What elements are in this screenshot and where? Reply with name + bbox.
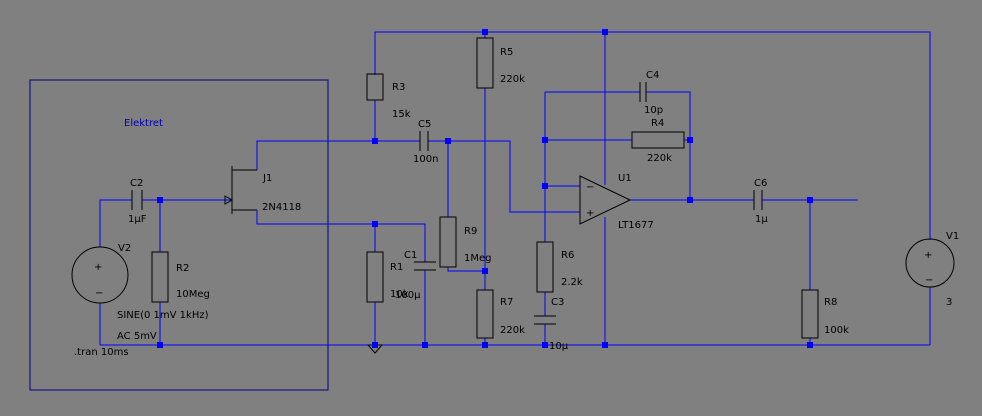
r1-value: 10k <box>390 289 409 300</box>
v1-plus-symbol: + <box>924 250 932 261</box>
j1-ref: J1 <box>262 173 272 184</box>
u1-opamp[interactable]: − + U1 LT1677 <box>579 173 654 231</box>
u1-value: LT1677 <box>618 220 654 231</box>
elektret-label: Elektret <box>124 118 163 129</box>
r2-resistor[interactable]: R2 10Meg <box>151 251 210 303</box>
junction-dot <box>542 137 548 143</box>
junction-dot <box>372 342 378 348</box>
u1-ref: U1 <box>618 173 632 184</box>
junction-dot <box>542 183 548 189</box>
r1-resistor[interactable]: R1 10k <box>366 251 409 303</box>
r3-value: 15k <box>392 109 411 120</box>
r3-ref: R3 <box>392 82 405 93</box>
v1-ref: V1 <box>946 231 959 242</box>
r9-resistor[interactable]: R9 1Meg <box>439 216 492 268</box>
c4-capacitor[interactable]: C4 10p <box>639 70 663 116</box>
r1-ref: R1 <box>390 262 403 273</box>
u1-plus-symbol: + <box>586 208 594 219</box>
r4-resistor[interactable]: R4 220k <box>631 118 685 164</box>
v1-source[interactable]: + − V1 3 <box>905 231 959 308</box>
r5-value: 220k <box>500 74 525 85</box>
c2-capacitor[interactable]: C2 1µF <box>128 178 147 225</box>
c6-ref: C6 <box>754 178 767 189</box>
c1-ref: C1 <box>404 250 417 261</box>
r3-resistor[interactable]: R3 15k <box>366 73 411 120</box>
v2-source[interactable]: + − V2 SINE(0 1mV 1kHz) AC 5mV <box>71 243 209 342</box>
junction-dot <box>687 137 693 143</box>
junction-dot <box>807 197 813 203</box>
junction-dot <box>445 138 451 144</box>
c5-capacitor[interactable]: C5 100n <box>413 119 438 165</box>
r5-resistor[interactable]: R5 220k <box>476 37 525 89</box>
r2-ref: R2 <box>176 263 189 274</box>
c2-ref: C2 <box>130 178 143 189</box>
c4-ref: C4 <box>646 70 659 81</box>
r8-resistor[interactable]: R8 100k <box>801 289 849 339</box>
r8-value: 100k <box>824 325 849 336</box>
r4-ref: R4 <box>651 118 664 129</box>
c1-value: 100µ <box>395 290 421 301</box>
c2-value: 1µF <box>128 214 147 225</box>
j1-jfet[interactable]: J1 2N4118 <box>224 166 301 214</box>
c5-ref: C5 <box>418 119 431 130</box>
v2-ref: V2 <box>118 243 131 254</box>
r9-ref: R9 <box>464 226 477 237</box>
c6-capacitor[interactable]: C6 1µ <box>753 178 768 225</box>
r7-value: 220k <box>500 325 525 336</box>
junction-dot <box>687 197 693 203</box>
junction-dot <box>157 342 163 348</box>
junction-dot <box>372 221 378 227</box>
v2-minus-symbol: − <box>95 288 103 299</box>
c3-value: 10µ <box>549 341 569 352</box>
junction-dot <box>807 342 813 348</box>
junctions <box>157 29 813 348</box>
c3-capacitor[interactable]: C3 10µ <box>534 297 569 352</box>
c5-value: 100n <box>413 154 438 165</box>
c3-ref: C3 <box>551 297 564 308</box>
c4-value: 10p <box>644 105 663 116</box>
junction-dot <box>602 342 608 348</box>
junction-dot <box>372 138 378 144</box>
junction-dot <box>157 197 163 203</box>
v2-plus-symbol: + <box>94 262 102 273</box>
junction-dot <box>542 342 548 348</box>
junction-dot <box>422 342 428 348</box>
v2-value: SINE(0 1mV 1kHz) <box>117 310 209 321</box>
r9-value: 1Meg <box>464 253 492 264</box>
r7-resistor[interactable]: R7 220k <box>476 289 525 339</box>
u1-minus-symbol: − <box>586 182 594 193</box>
v1-minus-symbol: − <box>925 275 933 286</box>
v1-value: 3 <box>946 297 952 308</box>
elektret-block[interactable] <box>29 79 329 391</box>
junction-dot <box>482 342 488 348</box>
c6-value: 1µ <box>755 214 768 225</box>
r8-ref: R8 <box>824 297 837 308</box>
junction-dot <box>602 29 608 35</box>
r6-value: 2.2k <box>561 277 583 288</box>
r5-ref: R5 <box>500 47 513 58</box>
r7-ref: R7 <box>500 297 513 308</box>
r6-resistor[interactable]: R6 2.2k <box>536 241 583 293</box>
junction-dot <box>482 29 488 35</box>
r6-ref: R6 <box>561 250 574 261</box>
r4-value: 220k <box>647 153 672 164</box>
c1-capacitor[interactable]: C1 100µ <box>395 250 436 301</box>
spice-directive: .tran 10ms <box>74 347 129 358</box>
j1-value: 2N4118 <box>262 202 301 213</box>
v2-ac: AC 5mV <box>117 331 157 342</box>
r2-value: 10Meg <box>176 289 210 300</box>
junction-dot <box>482 268 488 274</box>
